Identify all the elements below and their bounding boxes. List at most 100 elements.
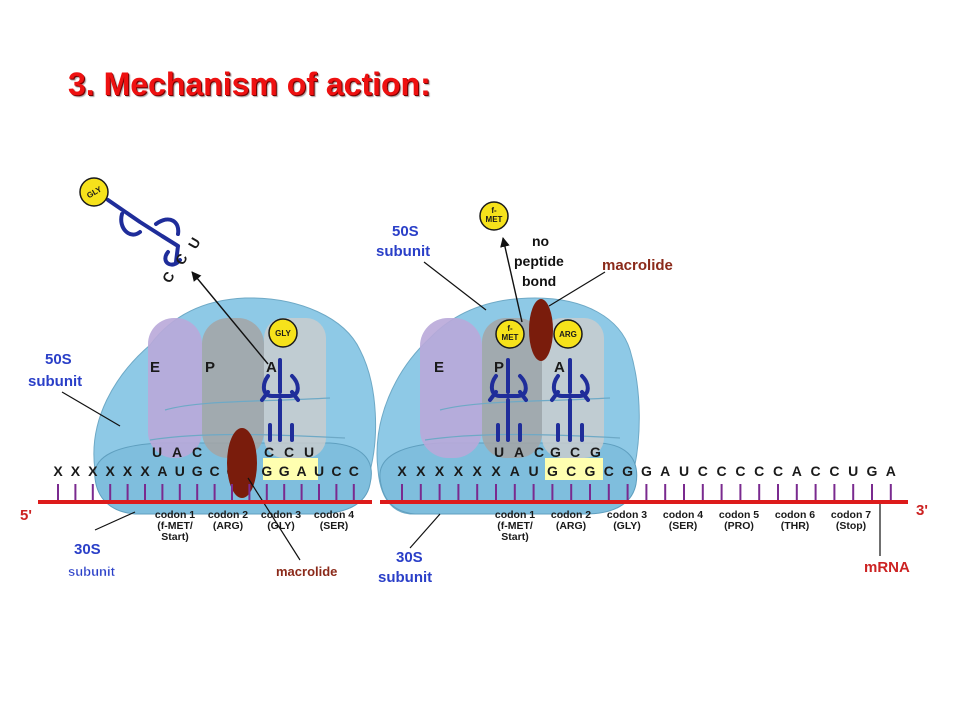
right-mrna-base: A xyxy=(792,463,802,479)
right-mrna-ticks xyxy=(401,484,892,500)
right-released-fmet-line2: MET xyxy=(486,215,503,224)
right-mrna-base: G xyxy=(547,463,558,479)
left-macrolide-label: macrolide xyxy=(276,564,337,579)
right-codon-label: (GLY) xyxy=(613,520,641,532)
right-fmet-label-line1: f- xyxy=(507,324,513,333)
left-mrna-base: G xyxy=(261,463,272,479)
right-codon-label: codon 4 xyxy=(663,509,703,521)
right-codon-label: (PRO) xyxy=(724,520,754,532)
mrna-strands xyxy=(38,484,908,504)
left-codon-label: (SER) xyxy=(320,520,349,532)
left-site-a-label: A xyxy=(266,359,277,376)
left-site-e-label: E xyxy=(150,359,160,376)
right-codon-label: (THR) xyxy=(781,520,810,532)
left-mrna-base: A xyxy=(297,463,307,479)
right-p-site xyxy=(482,318,542,458)
left-e-site xyxy=(148,318,202,458)
right-mrna-base: G xyxy=(867,463,878,479)
right-mrna-base: C xyxy=(773,463,783,479)
right-anticodon-p-1: U xyxy=(494,444,504,460)
left-released-gly-amino-acid xyxy=(79,177,109,207)
right-mrna-base: X xyxy=(416,463,426,479)
right-mrna-base: G xyxy=(585,463,596,479)
no-peptide-bond-line3: bond xyxy=(522,273,556,289)
right-mrna-base: X xyxy=(491,463,501,479)
right-mrna-base: C xyxy=(717,463,727,479)
three-prime-label: 3' xyxy=(916,502,928,519)
right-codon-label: (Stop) xyxy=(836,520,866,532)
left-released-trna: GLY C C U xyxy=(79,177,204,286)
left-50s-pointer xyxy=(61,391,121,427)
right-mrna-base: C xyxy=(604,463,614,479)
right-e-site xyxy=(420,318,482,458)
right-30s-label-line2: subunit xyxy=(378,569,432,586)
right-fmet-amino-acid xyxy=(495,319,525,349)
right-50s-label-line2: subunit xyxy=(376,243,430,260)
left-codon-label: codon 2 xyxy=(208,509,248,521)
left-anticodon-a-2: C xyxy=(284,444,294,460)
left-50s-label-line1: 50S xyxy=(45,351,72,368)
left-mrna-ticks xyxy=(57,484,355,500)
right-codon-labels: codon 1(f-MET/Start)codon 2(ARG)codon 3(… xyxy=(495,509,871,543)
left-mrna-base: X xyxy=(140,463,150,479)
left-anticodon-p-3: C xyxy=(192,444,202,460)
right-codon-label: codon 1 xyxy=(495,509,535,521)
no-peptide-bond-line2: peptide xyxy=(514,253,564,269)
left-30s-pointer xyxy=(94,511,136,531)
right-anticodon-a-2: C xyxy=(570,444,580,460)
left-mrna-base: U xyxy=(314,463,324,479)
left-30s-label-line2: subunit xyxy=(68,564,116,579)
right-codon-highlight xyxy=(545,458,603,480)
right-site-e-label: E xyxy=(434,359,444,376)
right-trna-a-site: ARG xyxy=(550,319,590,442)
right-mrna-base: X xyxy=(435,463,445,479)
left-ribosome-panel: E P A GLY U A C C C U XXXXXXAUGCGCGGAUCC… xyxy=(20,177,377,579)
left-codon-label: codon 3 xyxy=(261,509,301,521)
five-prime-label: 5' xyxy=(20,507,32,524)
right-mrna-base: C xyxy=(735,463,745,479)
no-peptide-bond-line1: no xyxy=(532,233,549,249)
left-mrna-base: U xyxy=(175,463,185,479)
right-anticodon-a-3: G xyxy=(590,444,601,460)
right-a-site xyxy=(542,318,604,458)
right-mrna-base: U xyxy=(529,463,539,479)
left-codon-label: (GLY) xyxy=(267,520,295,532)
right-50s-label-line1: 50S xyxy=(392,223,419,240)
left-mrna-base: X xyxy=(88,463,98,479)
right-mrna-base: A xyxy=(886,463,896,479)
right-codon-label: (f-MET/ xyxy=(497,520,533,532)
left-codon-label: (f-MET/ xyxy=(157,520,193,532)
right-codon-label: codon 3 xyxy=(607,509,647,521)
right-codon-label: codon 5 xyxy=(719,509,759,521)
right-anticodon-p-2: A xyxy=(514,444,524,460)
right-site-p-label: P xyxy=(494,359,504,376)
left-mrna-base: X xyxy=(53,463,63,479)
left-anticodon-a-3: U xyxy=(304,444,314,460)
left-codon-label: Start) xyxy=(161,531,188,543)
left-anticodon-p-2: A xyxy=(172,444,182,460)
left-mrna-base: X xyxy=(123,463,133,479)
left-codon-highlight xyxy=(263,458,318,480)
right-mrna-base: C xyxy=(811,463,821,479)
right-released-fmet-line1: f- xyxy=(491,206,497,215)
right-release-arrow xyxy=(500,237,523,323)
right-anticodon-a-1: G xyxy=(550,444,561,460)
right-mrna-base: X xyxy=(397,463,407,479)
right-mrna-base: G xyxy=(641,463,652,479)
left-mrna-base: C xyxy=(349,463,359,479)
left-50s-label-line2: subunit xyxy=(28,373,82,390)
right-codon-label: codon 6 xyxy=(775,509,815,521)
left-macrolide-pointer xyxy=(247,477,301,561)
right-mrna-base: X xyxy=(454,463,464,479)
left-mrna-base: C xyxy=(331,463,341,479)
right-30s-label-line1: 30S xyxy=(396,549,423,566)
left-trna-a-site: GLY xyxy=(260,318,300,442)
right-mrna-base: U xyxy=(848,463,858,479)
left-mrna-base: X xyxy=(106,463,116,479)
right-trna-p-site: f- MET xyxy=(488,319,528,442)
right-site-a-label: A xyxy=(554,359,565,376)
slide-title: 3. Mechanism of action: xyxy=(68,66,431,102)
right-mrna-base: X xyxy=(473,463,483,479)
